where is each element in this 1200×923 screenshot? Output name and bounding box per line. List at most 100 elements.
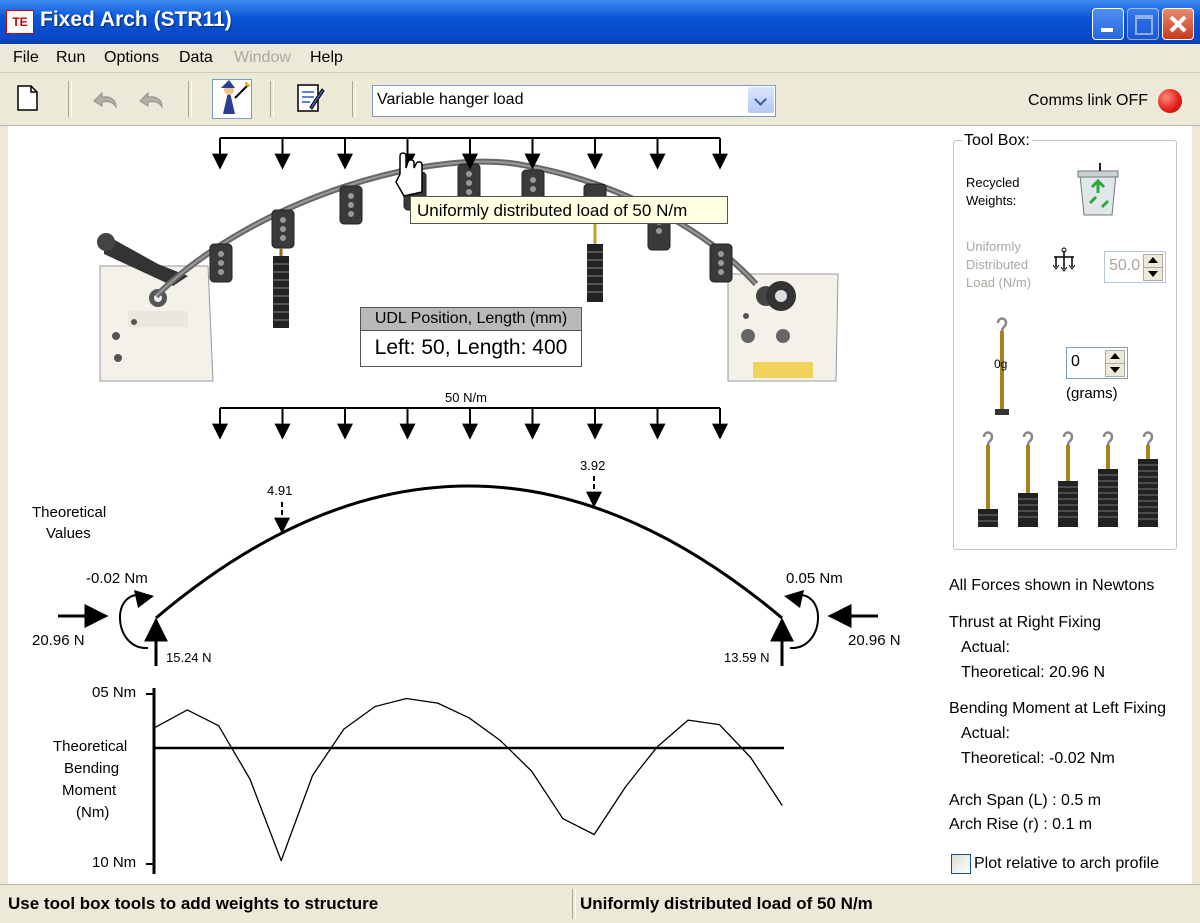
minimize-button[interactable] (1092, 8, 1124, 40)
spring-weight-2-icon[interactable] (1018, 431, 1038, 528)
bending-moment-point (718, 724, 721, 726)
spring-weights-tray (978, 431, 1158, 528)
status-left: Use tool box tools to add weights to str… (8, 894, 379, 913)
close-button[interactable] (1162, 8, 1194, 40)
toolbar: Variable hanger load Comms link OFF (0, 73, 1200, 126)
udl-tool-icon[interactable] (1050, 247, 1078, 277)
toolbar-separator (188, 81, 192, 117)
status-separator (572, 889, 576, 919)
chevron-down-icon[interactable] (748, 87, 774, 113)
plot-relative-label[interactable]: Plot relative to arch profile (974, 855, 1159, 872)
bending-moment-point (750, 756, 752, 759)
bending-moment-point (624, 786, 627, 788)
menu-bar: File Run Options Data Window Help (0, 44, 1200, 73)
thrust-title: Thrust at Right Fixing (949, 614, 1102, 631)
arch-apparatus-photo (97, 158, 839, 382)
bending-moment-point (781, 804, 783, 806)
udl-box-value: Left: 50, Length: 400 (374, 336, 568, 359)
bm-axis-top-label: 05 Nm (92, 684, 137, 701)
hanger-load-right-value: 3.92 (580, 458, 606, 473)
menu-run[interactable]: Run (56, 49, 86, 66)
bending-moment-point (499, 739, 501, 742)
grams-up-arrow-icon[interactable] (1105, 350, 1125, 364)
comms-status-label: Comms link OFF (1028, 92, 1148, 109)
plot-relative-checkbox[interactable] (951, 854, 971, 874)
bending-moment-point (155, 726, 157, 728)
load-type-select[interactable]: Variable hanger load (372, 85, 776, 117)
bending-moment-point (468, 717, 470, 719)
toolbox-legend: Tool Box: (962, 132, 1032, 150)
hand-cursor-icon (395, 152, 423, 197)
forces-note: All Forces shown in Newtons (949, 577, 1155, 594)
udl-tool-label-2: Distributed (966, 257, 1029, 272)
toolbar-separator (270, 81, 274, 117)
left-thrust-value: 20.96 N (32, 632, 85, 649)
title-bar[interactable]: TE Fixed Arch (STR11) (0, 0, 1200, 44)
bending-moment-point (311, 775, 314, 777)
grams-spinner[interactable]: 0 (1066, 347, 1128, 379)
hanger-tool-icon[interactable] (992, 317, 1012, 417)
bending-moment-point (405, 697, 407, 700)
spring-weight-4-icon[interactable] (1098, 431, 1118, 528)
wizard-icon[interactable] (212, 79, 252, 119)
top-udl-arrows (212, 137, 728, 170)
udl-value-spinner[interactable]: 50.0 (1104, 251, 1166, 283)
udl-arrows (212, 407, 728, 440)
toolbar-separator (352, 81, 356, 117)
grams-down-arrow-icon[interactable] (1105, 363, 1125, 377)
arch-diagram (58, 137, 878, 874)
maximize-button[interactable] (1127, 8, 1159, 40)
bending-moment-point (656, 746, 658, 748)
hanger-weight-label: 0g (994, 357, 1008, 371)
udl-up-arrow-icon[interactable] (1143, 254, 1163, 268)
bending-moment-point (343, 728, 345, 730)
grams-label: (grams) (1066, 385, 1118, 402)
load-type-value: Variable hanger load (377, 91, 524, 108)
moment-theoretical: Theoretical: -0.02 Nm (961, 750, 1115, 767)
new-document-icon[interactable] (10, 81, 44, 115)
right-reaction-value: 13.59 N (724, 650, 770, 665)
status-bar: Use tool box tools to add weights to str… (0, 884, 1200, 923)
bending-moment-point (249, 778, 251, 780)
udl-position-box: UDL Position, Length (mm) Left: 50, Leng… (360, 307, 582, 367)
right-moment-arrowhead (784, 590, 804, 608)
bending-moment-point (687, 719, 689, 721)
bending-moment-point (593, 833, 595, 836)
left-moment-arrowhead (134, 590, 154, 608)
menu-help[interactable]: Help (310, 49, 343, 66)
udl-value: 50.0 (1109, 257, 1141, 274)
toolbox-group: Tool Box: Recycled Weights: Uniformly Di… (953, 132, 1177, 550)
bending-moment-point (562, 818, 564, 820)
bm-ylabel-3: Moment (62, 782, 117, 799)
theoretical-values-label-1: Theoretical (32, 504, 107, 521)
recycled-label-2: Weights: (966, 193, 1017, 208)
spring-weight-3-icon[interactable] (1058, 431, 1078, 528)
right-thrust-value: 20.96 N (848, 632, 901, 649)
menu-options[interactable]: Options (104, 49, 160, 66)
menu-file[interactable]: File (13, 49, 39, 66)
notepad-icon[interactable] (292, 81, 326, 115)
structure-canvas: Uniformly distributed load of 50 N/m UDL… (8, 126, 1192, 884)
comms-status-led-icon (1158, 89, 1182, 113)
theoretical-values-label-2: Values (46, 525, 91, 542)
recycle-bin-icon[interactable] (1072, 163, 1124, 219)
hanger-load-left-value: 4.91 (267, 483, 293, 498)
thrust-theoretical: Theoretical: 20.96 N (961, 664, 1106, 681)
bending-moment-point (374, 705, 376, 708)
grams-value: 0 (1071, 353, 1080, 370)
udl-tool-label-3: Load (N/m) (966, 275, 1032, 290)
bm-ylabel-4: (Nm) (76, 804, 110, 821)
bending-moment-point (218, 725, 220, 727)
bending-moment-point (437, 702, 439, 704)
menu-data[interactable]: Data (179, 49, 213, 66)
bm-ylabel-1: Theoretical (53, 738, 128, 755)
bending-moment-chart (146, 688, 784, 874)
udl-tooltip: Uniformly distributed load of 50 N/m (410, 196, 728, 224)
menu-window[interactable]: Window (234, 49, 291, 66)
spring-weight-5-icon[interactable] (1138, 431, 1158, 528)
undo-arrow-icon[interactable] (88, 81, 122, 115)
udl-down-arrow-icon[interactable] (1143, 267, 1163, 281)
bending-moment-point (280, 860, 282, 862)
redo-arrow-icon[interactable] (134, 81, 168, 115)
spring-weight-1-icon[interactable] (978, 431, 998, 528)
